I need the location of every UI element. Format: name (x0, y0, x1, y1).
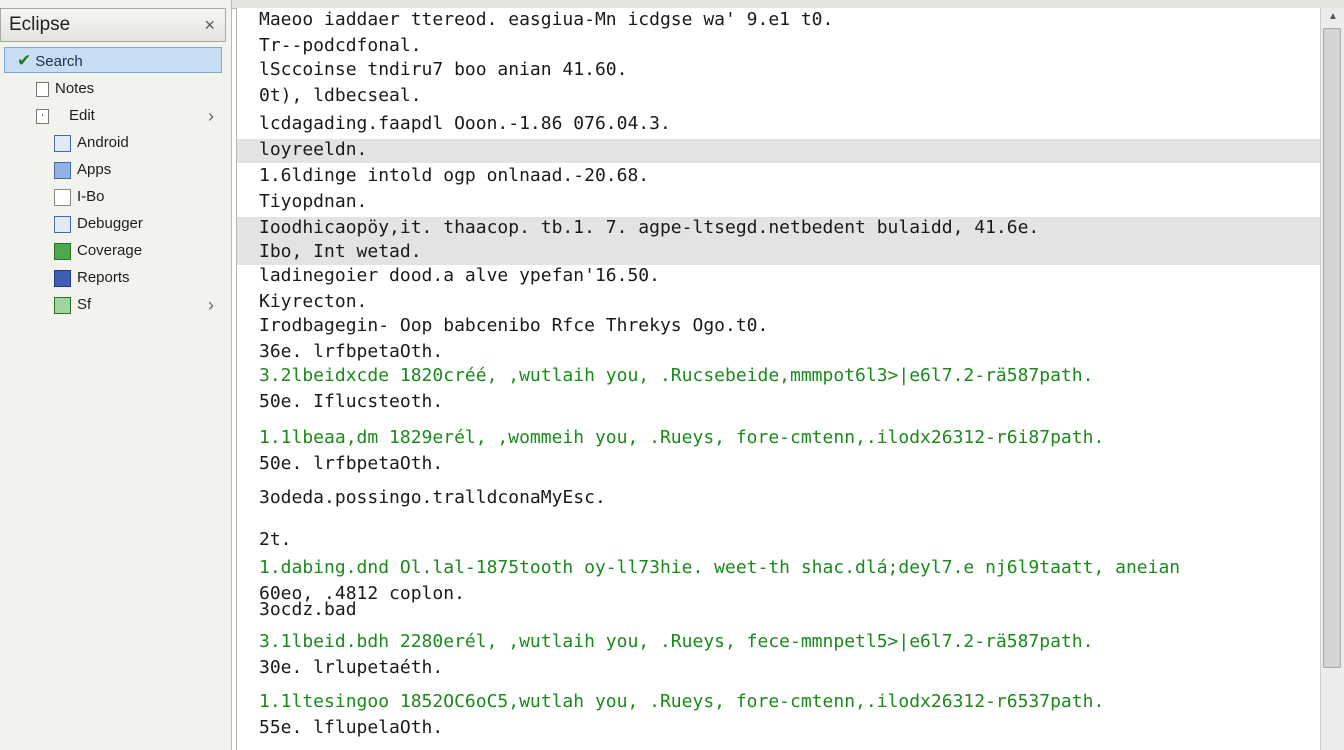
console-line: 0t), ldbecseal. (259, 85, 422, 106)
console-line: 3ocdz.bad (259, 599, 357, 620)
chart-icon (54, 215, 71, 233)
panel-title: Eclipse (9, 14, 71, 35)
sidebar-item-ibo[interactable]: I-Bo (54, 185, 105, 209)
console-line: 60eo, .4812 coplon. (259, 583, 465, 604)
console-line: loyreeldn. (259, 139, 368, 160)
console-line: 1.dabing.dnd Ol.lal-1875tooth oy-ll73hie… (259, 557, 1181, 578)
console-line: Tiyopdnan. (259, 191, 368, 212)
console-line: ladinegoier dood.a alve ypefan'16.50. (259, 265, 660, 286)
console-line: 36e. lrfbpetaOth. (259, 341, 444, 362)
scroll-up-icon[interactable]: ▲ (1328, 11, 1338, 22)
sidebar-item-notes[interactable]: Notes (36, 77, 94, 101)
close-icon[interactable]: × (204, 15, 215, 35)
highlight-row (237, 241, 1321, 265)
chart-icon (54, 296, 71, 314)
console-line: Tr--podcdfonal. (259, 35, 422, 56)
sidebar-item-label: Coverage (77, 242, 143, 259)
console-line: 50e. Iflucsteoth. (259, 391, 444, 412)
sidebar-item-coverage[interactable]: Coverage (54, 239, 142, 263)
document-icon (54, 161, 71, 179)
sidebar-item-label: Debugger (77, 215, 143, 232)
console-line: 1.1lbeaa,dm 1829erél, ,wommeih you, .Rue… (259, 427, 1105, 448)
console-line: 3odeda.possingo.tralldconaMyEsc. (259, 487, 606, 508)
sidebar-item-label: Reports (77, 269, 130, 286)
checkbox-dot-icon: · (36, 108, 49, 124)
sidebar-item-debugger[interactable]: Debugger (54, 212, 143, 236)
sidebar-item-search[interactable]: ✔Search (4, 47, 222, 73)
panel-title-bar: Eclipse × (0, 8, 226, 42)
sidebar-item-reports[interactable]: Reports (54, 266, 130, 290)
scrollbar-thumb[interactable] (1323, 28, 1341, 668)
highlight-row (237, 217, 1321, 241)
sidebar-item-label: Notes (55, 80, 95, 97)
console-line: 2t. (259, 529, 292, 550)
checkbox-icon (36, 81, 49, 97)
chart-icon (54, 242, 71, 260)
sidebar-item-label: Android (77, 134, 129, 151)
sidebar-item-label: I-Bo (77, 188, 105, 205)
console-line: 55e. lflupelaOth. (259, 717, 444, 738)
sidebar-item-edit[interactable]: · Edit › (36, 104, 220, 128)
console-line: 30e. lrlupetaéth. (259, 657, 444, 678)
sidebar-item-android[interactable]: Android (54, 131, 129, 155)
console-line: 3.2lbeidxcde 1820créé, ,wutlaih you, .Ru… (259, 365, 1094, 386)
sidebar-item-label: Edit (69, 107, 95, 124)
sidebar-item-sf[interactable]: Sf › (54, 293, 220, 317)
highlight-row (237, 139, 1321, 163)
console-line: Ioodhicaopöy,it. thaacop. tb.1. 7. agpe-… (259, 217, 1040, 238)
console-line: 1.6ldinge intold ogp onlnaad.-20.68. (259, 165, 650, 186)
page-icon (54, 188, 71, 206)
chevron-right-icon: › (208, 295, 214, 315)
console-line: 1.1ltesingoo 1852OC6oC5,wutlah you, .Rue… (259, 691, 1105, 712)
console-line: 50e. lrfbpetaOth. (259, 453, 444, 474)
console-line: 3.1lbeid.bdh 2280erél, ,wutlaih you, .Ru… (259, 631, 1094, 652)
sidebar-item-label: Search (35, 53, 83, 70)
console-line: lcdagading.faapdl Ooon.-1.86 076.04.3. (259, 113, 671, 134)
console-line: Irodbagegin- Oop babcenibo Rfce Threkys … (259, 315, 769, 336)
console-line: Ibo, Int wetad. (259, 241, 422, 262)
sidebar-panel: Eclipse × ✔Search Notes ·Edit › Android … (0, 0, 232, 750)
console-line: Maeoo iaddaer ttereod. easgiua-Mn icdgse… (259, 9, 834, 30)
sidebar-item-label: Sf (77, 296, 92, 313)
chart-icon (54, 269, 71, 287)
console-line: lSccoinse tndiru7 boo anian 41.60. (259, 59, 628, 80)
sidebar-item-apps[interactable]: Apps (54, 158, 111, 182)
sidebar-item-label: Apps (77, 161, 112, 178)
document-icon (54, 134, 71, 152)
chevron-right-icon: › (208, 106, 214, 126)
console-line: Kiyrecton. (259, 291, 368, 312)
check-icon: ✔ (17, 51, 32, 70)
vertical-scrollbar[interactable]: ▲ (1320, 8, 1344, 750)
console-output[interactable]: Maeoo iaddaer ttereod. easgiua-Mn icdgse… (236, 8, 1321, 750)
